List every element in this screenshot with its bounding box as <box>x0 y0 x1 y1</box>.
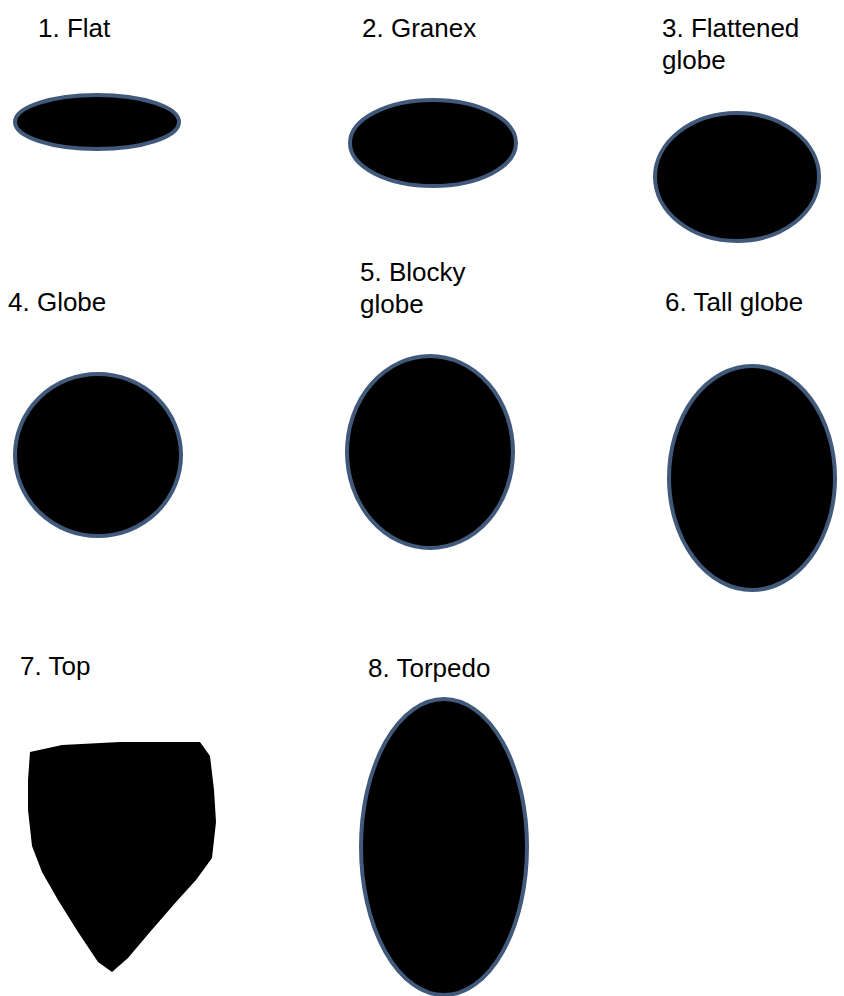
globe-shape <box>15 374 181 536</box>
flattened-globe-shape <box>655 113 819 241</box>
granex-shape <box>350 100 516 186</box>
shape-label: 3. Flattened globe <box>662 12 838 76</box>
flat-shape <box>15 95 179 149</box>
shape-label: 4. Globe <box>8 286 106 318</box>
shape-label: 5. Blocky globe <box>360 256 510 320</box>
top-shape <box>28 742 216 972</box>
shape-label: 7. Top <box>20 650 90 682</box>
tall-globe-shape <box>669 366 835 590</box>
shape-label: 8. Torpedo <box>368 652 490 684</box>
shape-label: 1. Flat <box>38 12 110 44</box>
shape-label: 6. Tall globe <box>665 286 803 318</box>
blocky-globe-shape <box>347 356 513 548</box>
shape-label: 2. Granex <box>362 12 476 44</box>
torpedo-shape <box>361 699 527 995</box>
